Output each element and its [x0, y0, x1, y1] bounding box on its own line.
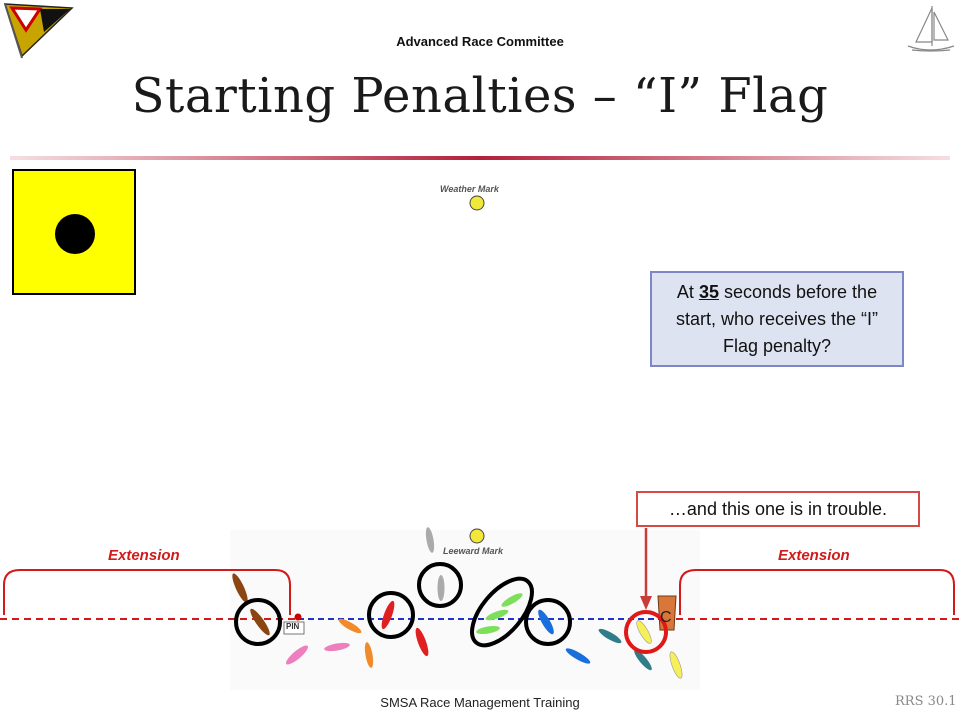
highlight-circle-red	[367, 591, 415, 639]
question-before: At	[676, 281, 699, 302]
boat-yellow-1	[636, 620, 652, 644]
extension-bracket-right	[679, 569, 955, 615]
weather-mark-icon	[469, 195, 485, 211]
highlight-circle-trouble	[624, 610, 668, 654]
header-committee: Advanced Race Committee	[396, 34, 564, 49]
sailboat-logo-icon	[907, 6, 955, 52]
pin-box	[283, 621, 305, 635]
pin-end-icon	[294, 613, 302, 621]
boat-pink-2	[324, 642, 350, 652]
burgee-logo-icon	[3, 3, 74, 59]
boat-brown-2	[250, 608, 270, 636]
boat-green-2	[485, 609, 509, 621]
boat-green-1	[501, 593, 523, 607]
question-box: At 35 seconds before the start, who rece…	[650, 271, 904, 367]
boat-teal-1	[598, 628, 622, 644]
boat-red-2	[415, 627, 429, 657]
highlight-circle-grey	[417, 562, 463, 608]
boat-blue-1	[538, 609, 554, 635]
highlight-circle-blue	[524, 598, 572, 646]
page-title: Starting Penalties – “I” Flag	[131, 68, 829, 124]
highlight-ellipse-green	[470, 576, 534, 648]
question-after: seconds before the start, who receives t…	[675, 281, 879, 356]
boat-orange-2	[364, 642, 374, 668]
title-divider	[10, 156, 950, 160]
boat-blue-2	[565, 648, 591, 664]
boat-brown-1	[232, 573, 248, 603]
boat-teal-2	[634, 649, 652, 671]
i-flag-icon	[12, 169, 136, 295]
boat-orange-1	[338, 618, 362, 634]
boat-yellow-2	[669, 651, 683, 679]
extension-bracket-left	[3, 569, 291, 615]
question-seconds: 35	[698, 281, 719, 302]
committee-boat-label: C	[660, 609, 672, 626]
extension-label-right: Extension	[778, 547, 850, 564]
callout-arrowhead-icon	[640, 596, 652, 610]
weather-mark-label: Weather Mark	[440, 184, 499, 194]
trouble-callout: …and this one is in trouble.	[636, 491, 920, 527]
extension-label-left: Extension	[108, 547, 180, 564]
leeward-mark-label: Leeward Mark	[443, 546, 504, 556]
boat-grey-1	[425, 527, 435, 553]
boat-green-3	[476, 625, 500, 635]
boat-pink-1	[285, 645, 309, 665]
i-flag-dot	[55, 214, 95, 254]
boat-grey-2	[437, 575, 445, 601]
highlight-circle-brown	[234, 598, 282, 646]
rule-reference: RRS 30.1	[895, 694, 957, 709]
footer-training: SMSA Race Management Training	[380, 695, 580, 710]
pin-label: PIN	[286, 622, 300, 631]
diagram-area	[230, 530, 700, 690]
leeward-mark-icon	[469, 528, 485, 544]
boat-red-1	[381, 600, 395, 630]
